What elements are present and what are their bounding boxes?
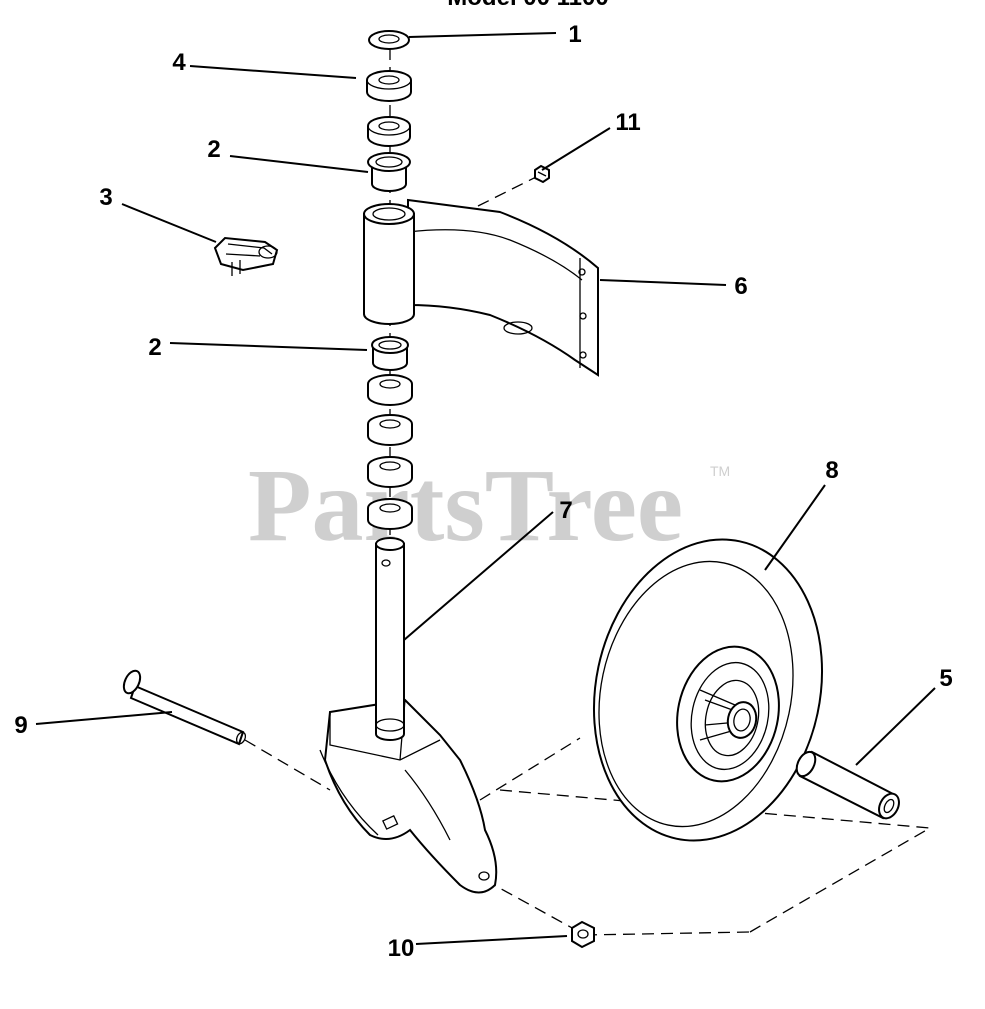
- callout-4: 4: [172, 49, 186, 76]
- axle-centerline-upper: [479, 737, 581, 801]
- part-2-bushing-upper[interactable]: [367, 152, 411, 192]
- leader-10: [415, 935, 568, 945]
- axle-centerline-right: [749, 827, 931, 933]
- leader-lines: [35, 32, 936, 945]
- callout-10: 10: [388, 935, 415, 962]
- leader-2-lower: [169, 342, 368, 351]
- leader-4: [189, 65, 357, 79]
- part-9-axle-bolt[interactable]: [121, 668, 248, 746]
- callout-11: 11: [615, 109, 640, 136]
- watermark-text: PartsTree: [248, 448, 683, 563]
- leader-8: [764, 484, 826, 571]
- leader-1: [408, 32, 557, 38]
- leader-2-upper: [229, 155, 369, 173]
- diagram-title: Model 00 1100: [447, 0, 608, 11]
- callout-3: 3: [99, 184, 112, 211]
- part-4-spacer-washers-top[interactable]: [366, 70, 412, 147]
- part-10-nut[interactable]: [571, 920, 595, 949]
- axle-bolt-centerline-left: [244, 739, 331, 791]
- part-11-grease-fitting[interactable]: [534, 164, 550, 184]
- callout-2-upper: 2: [207, 136, 220, 163]
- callout-8: 8: [825, 457, 838, 484]
- part-6-fork-bracket[interactable]: [363, 198, 599, 377]
- leader-5: [855, 687, 936, 766]
- watermark: PartsTree TM: [248, 448, 730, 563]
- part-3-clip[interactable]: [213, 236, 279, 276]
- callout-labels: 1 4 2 3 11 6 2 7 8 5 9 10: [14, 21, 952, 962]
- leader-6: [599, 279, 727, 286]
- leader-3: [121, 203, 217, 243]
- part-2-bushing-lower[interactable]: [371, 336, 409, 371]
- axle-centerline-bottom: [584, 931, 751, 936]
- callout-5: 5: [939, 665, 952, 692]
- leader-11: [541, 127, 611, 171]
- leader-9: [35, 711, 173, 725]
- watermark-tm: TM: [710, 463, 730, 479]
- callout-9: 9: [14, 712, 27, 739]
- callout-7: 7: [559, 497, 572, 524]
- callout-1: 1: [568, 21, 581, 48]
- part-8-wheel[interactable]: [567, 518, 849, 862]
- part-4-spacer-washers-lower[interactable]: [367, 374, 413, 530]
- callout-2-lower: 2: [148, 334, 161, 361]
- part-7-caster-yoke[interactable]: [319, 537, 498, 894]
- callout-6: 6: [734, 273, 747, 300]
- nut-centerline: [484, 879, 586, 936]
- part-1-washer[interactable]: [368, 30, 410, 50]
- leader-7: [403, 511, 554, 641]
- part-5-spacer-tube[interactable]: [793, 749, 903, 822]
